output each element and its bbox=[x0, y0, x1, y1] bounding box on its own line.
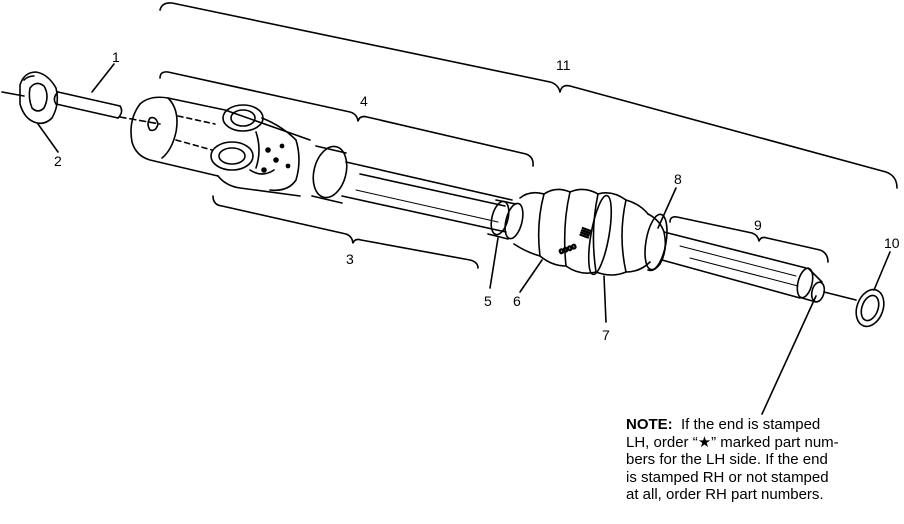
note-line-2: LH, order “★” marked part num- bbox=[626, 433, 839, 451]
bracket-4 bbox=[159, 71, 534, 167]
leader-5 bbox=[489, 237, 499, 289]
callout-5: 5 bbox=[484, 293, 492, 309]
callout-6: 6 bbox=[513, 293, 521, 309]
note-label: NOTE: bbox=[626, 416, 673, 433]
centerline-left bbox=[1, 91, 25, 97]
part-7-boot-band bbox=[587, 194, 613, 276]
part-1-rod bbox=[53, 91, 123, 119]
part-5-clamp-ring bbox=[487, 199, 524, 240]
centerline-right bbox=[823, 291, 857, 301]
boot-marking: |||| bbox=[578, 226, 591, 238]
note-line-5: at all, order RH part numbers. bbox=[626, 486, 824, 503]
note-line-3: bers for the LH side. If the end bbox=[626, 451, 828, 468]
leader-1 bbox=[91, 63, 115, 93]
leader-note bbox=[761, 295, 817, 415]
part-8-cv-joint bbox=[644, 213, 668, 272]
note-text: If the end is stamped bbox=[681, 416, 821, 433]
callout-7: 7 bbox=[602, 327, 610, 343]
part-6-boot: |||| oooo bbox=[513, 188, 651, 276]
part-2-seal bbox=[19, 71, 59, 125]
callout-9: 9 bbox=[754, 217, 762, 233]
callout-1: 1 bbox=[112, 49, 120, 65]
callout-3: 3 bbox=[346, 251, 354, 267]
main-shaft bbox=[341, 161, 513, 233]
callout-11: 11 bbox=[556, 57, 571, 73]
boot-marking: oooo bbox=[558, 241, 578, 256]
note-line-1: NOTE: If the end is stamped bbox=[626, 416, 896, 434]
callout-10: 10 bbox=[884, 235, 900, 251]
part-4-yoke-housing bbox=[130, 96, 311, 197]
part-10-circlip bbox=[855, 288, 885, 328]
leader-7 bbox=[603, 275, 607, 323]
callout-2: 2 bbox=[54, 153, 62, 169]
callout-4: 4 bbox=[360, 93, 368, 109]
universal-joint-cross bbox=[210, 104, 300, 192]
leader-10 bbox=[873, 251, 891, 291]
bracket-9 bbox=[669, 216, 829, 263]
note-block: NOTE: If the end is stamped LH, order “★… bbox=[626, 416, 896, 504]
bracket-3 bbox=[212, 195, 479, 269]
callout-8: 8 bbox=[674, 171, 682, 187]
bracket-11 bbox=[159, 2, 898, 189]
centerline-mid bbox=[119, 116, 161, 125]
part-9-stub-shaft bbox=[661, 231, 826, 303]
leader-6 bbox=[519, 259, 543, 293]
leader-2 bbox=[37, 123, 59, 153]
shaft-collar bbox=[311, 145, 348, 204]
note-line-4: is stamped RH or not stamped bbox=[626, 468, 829, 486]
leader-8 bbox=[657, 187, 677, 229]
